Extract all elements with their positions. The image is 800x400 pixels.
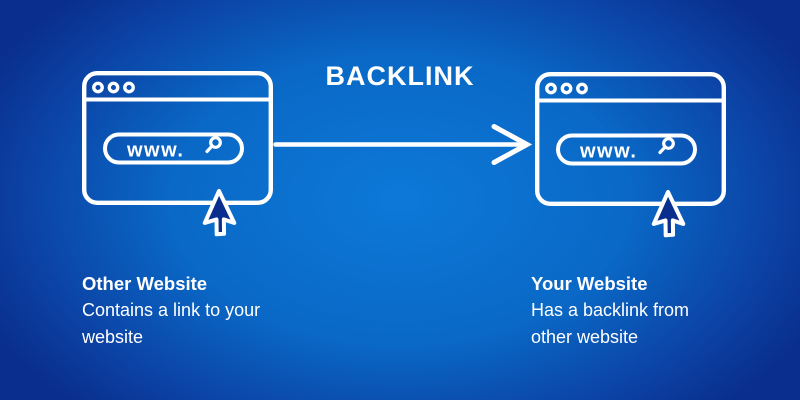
left-website-name: Other Website [82, 273, 208, 294]
left-website-label: Other Website Contains a link to your we… [82, 270, 260, 351]
page-title: BACKLINK [325, 61, 475, 91]
url-bar [103, 132, 244, 165]
cursor-icon [202, 189, 237, 237]
url-text: www. [579, 141, 637, 163]
window-dots-icon [545, 82, 588, 95]
right-website-name: Your Website [531, 273, 648, 294]
backlink-arrow [273, 124, 533, 165]
window-dots-icon [92, 81, 135, 94]
url-bar [556, 133, 697, 166]
search-icon [205, 136, 222, 154]
left-website-description: Contains a link to your website [82, 300, 261, 347]
right-website-description: Has a backlink from other website [531, 300, 690, 347]
left-browser-window: www. [82, 71, 274, 206]
arrow-head [491, 124, 533, 165]
cursor-icon [651, 190, 686, 238]
url-text: www. [126, 140, 184, 162]
right-browser-window: www. [535, 72, 727, 207]
window-frame [82, 71, 274, 206]
window-frame [535, 72, 727, 207]
search-icon [658, 137, 675, 155]
right-website-label: Your Website Has a backlink from other w… [531, 270, 689, 351]
